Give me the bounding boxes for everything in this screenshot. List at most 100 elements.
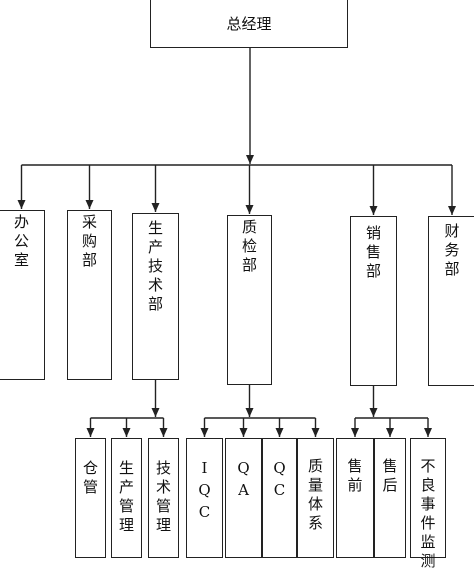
- subunit-label-char: 系: [307, 514, 323, 532]
- subunit-label-char: 技: [155, 459, 171, 477]
- subunit-box: 技术管理: [148, 438, 179, 558]
- subunit-arrow: [311, 428, 320, 437]
- subunit-box: 不良事件监测: [410, 438, 446, 570]
- subunit-arrow: [351, 428, 359, 437]
- subunit-label-char: 监: [420, 533, 436, 551]
- subunit-label-char: C: [198, 503, 211, 521]
- subunit-label-char: 后: [382, 476, 398, 494]
- subunit-label-char: 术: [155, 478, 171, 496]
- subunit-label-char: 管: [82, 478, 98, 496]
- department-label-char: 部: [444, 260, 460, 278]
- department-label-char: 部: [147, 295, 163, 313]
- subunit-label-char: 件: [420, 514, 436, 532]
- department-label-char: 部: [365, 262, 381, 280]
- department-label-char: 产: [147, 238, 163, 256]
- org-chart-connectors: [17, 48, 456, 437]
- subunit-arrow: [239, 428, 248, 437]
- subunit-label-char: 理: [155, 516, 171, 534]
- subunit-trunk-arrow: [151, 408, 160, 417]
- department-label: 销售部: [351, 224, 396, 281]
- root-box-general-manager: 总经理: [150, 0, 348, 48]
- department-label-char: 质: [241, 218, 257, 236]
- department-label-char: 生: [147, 219, 163, 237]
- department-label-char: 室: [13, 251, 29, 269]
- subunit-label-char: 质: [307, 457, 323, 475]
- department-label-char: 部: [81, 251, 97, 269]
- department-arrow: [17, 200, 26, 209]
- subunit-label-char: Q: [273, 459, 286, 477]
- subunit-label: 售前: [337, 457, 373, 495]
- subunit-label-char: 体: [307, 495, 323, 513]
- subunit-label-char: 测: [420, 552, 436, 570]
- department-label: 生产技术部: [133, 219, 178, 314]
- subunit-trunk-arrow: [245, 408, 254, 417]
- subunit-label-char: A: [238, 481, 249, 499]
- subunit-arrow: [200, 428, 209, 437]
- department-arrow: [369, 206, 378, 215]
- department-label: 采购部: [68, 213, 111, 270]
- subunit-label-char: 产: [118, 478, 134, 496]
- subunit-label-char: 不: [420, 457, 436, 475]
- subunit-label-char: 生: [118, 459, 134, 477]
- subunit-label-char: 仓: [82, 459, 98, 477]
- subunit-label-char: Q: [198, 481, 211, 499]
- department-label-char: 财: [444, 222, 460, 240]
- subunit-label: 不良事件监测: [411, 457, 445, 571]
- department-label-char: 技: [147, 257, 163, 275]
- subunit-label-char: 量: [307, 476, 323, 494]
- department-box: 办公室: [0, 210, 45, 380]
- subunit-trunk-arrow: [369, 408, 378, 417]
- department-arrow: [85, 200, 94, 209]
- department-label: 财务部: [429, 222, 474, 279]
- subunit-label-char: 良: [420, 476, 436, 494]
- department-label-char: 术: [147, 276, 163, 294]
- department-arrow: [245, 205, 254, 214]
- department-label-char: 检: [241, 237, 257, 255]
- subunit-label: 生产管理: [112, 459, 141, 535]
- subunit-arrow: [86, 428, 95, 437]
- department-label-char: 务: [444, 241, 460, 259]
- subunit-arrow: [424, 428, 432, 437]
- department-label-char: 部: [241, 256, 257, 274]
- department-label-char: 售: [365, 243, 381, 261]
- subunit-box: 质量体系: [297, 438, 334, 558]
- subunit-arrow: [275, 428, 284, 437]
- subunit-label-char: 事: [420, 495, 436, 513]
- root-label: 总经理: [226, 14, 272, 33]
- subunit-arrow: [159, 428, 168, 437]
- department-box: 财务部: [428, 216, 474, 386]
- department-box: 生产技术部: [132, 213, 179, 380]
- department-arrow: [448, 206, 456, 215]
- subunit-label: 质量体系: [298, 457, 333, 533]
- subunit-label: 仓管: [76, 459, 105, 497]
- subunit-box: 售后: [374, 438, 406, 558]
- subunit-label-char: 前: [347, 476, 363, 494]
- subunit-label-char: 售: [382, 457, 398, 475]
- department-label: 办公室: [0, 213, 44, 270]
- subunit-arrow: [386, 428, 394, 437]
- department-label-char: 销: [365, 224, 381, 242]
- subunit-label-char: 管: [155, 497, 171, 515]
- subunit-label-char: 管: [118, 497, 134, 515]
- trunk-arrow: [246, 155, 254, 164]
- subunit-box: 仓管: [75, 438, 106, 558]
- subunit-label-char: 售: [347, 457, 363, 475]
- department-label-char: 购: [81, 232, 97, 250]
- subunit-label-char: Q: [237, 459, 250, 477]
- department-label: 质检部: [228, 218, 271, 275]
- subunit-box: 售前: [336, 438, 374, 558]
- department-box: 质检部: [227, 215, 272, 385]
- subunit-label: 技术管理: [149, 459, 178, 535]
- department-label-char: 公: [13, 232, 29, 250]
- subunit-label-char: 理: [118, 516, 134, 534]
- subunit-label-char: I: [201, 459, 208, 477]
- subunit-label: 售后: [375, 457, 405, 495]
- department-box: 采购部: [67, 210, 112, 380]
- subunit-arrow: [122, 428, 131, 437]
- department-arrow: [151, 203, 160, 212]
